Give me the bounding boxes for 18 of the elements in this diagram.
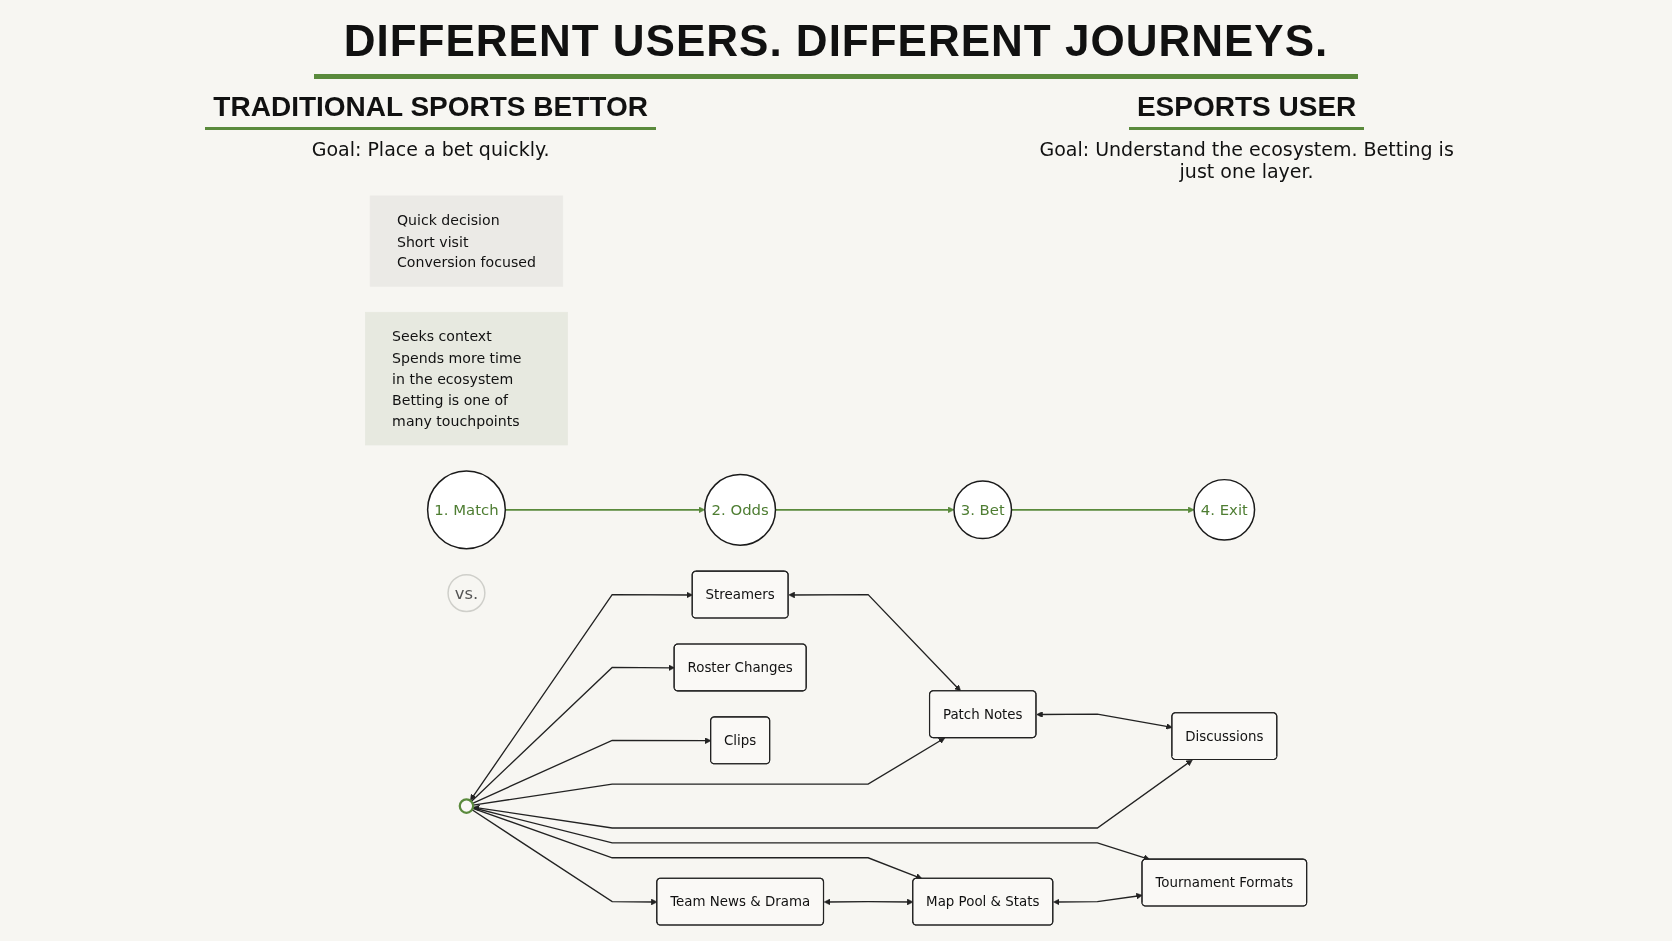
node-circle: 4. Exit [1193,478,1256,541]
goal-text: Goal: Place a bet quickly. [311,138,550,160]
arrow [470,591,693,801]
arrow [472,737,946,806]
arrow [472,807,1151,861]
arrow [788,591,961,692]
node-circle: 2. Odds [704,473,777,546]
arrow [472,807,923,880]
node-circle [458,798,475,814]
section-heading: ESPORTS USER [1128,91,1365,130]
node-circle: 3. Bet [953,480,1013,540]
node-circle: 1. Match [426,470,507,550]
node-circle: vs. [447,573,486,613]
goal-text: Goal: Understand the ecosystem. Betting is just one layer. [1038,138,1455,182]
arrow [473,759,1193,829]
section-heading: TRADITIONAL SPORTS BETTOR [205,91,656,130]
title: DIFFERENT USERS. DIFFERENT JOURNEYS. [313,16,1359,79]
arrow [470,664,675,803]
